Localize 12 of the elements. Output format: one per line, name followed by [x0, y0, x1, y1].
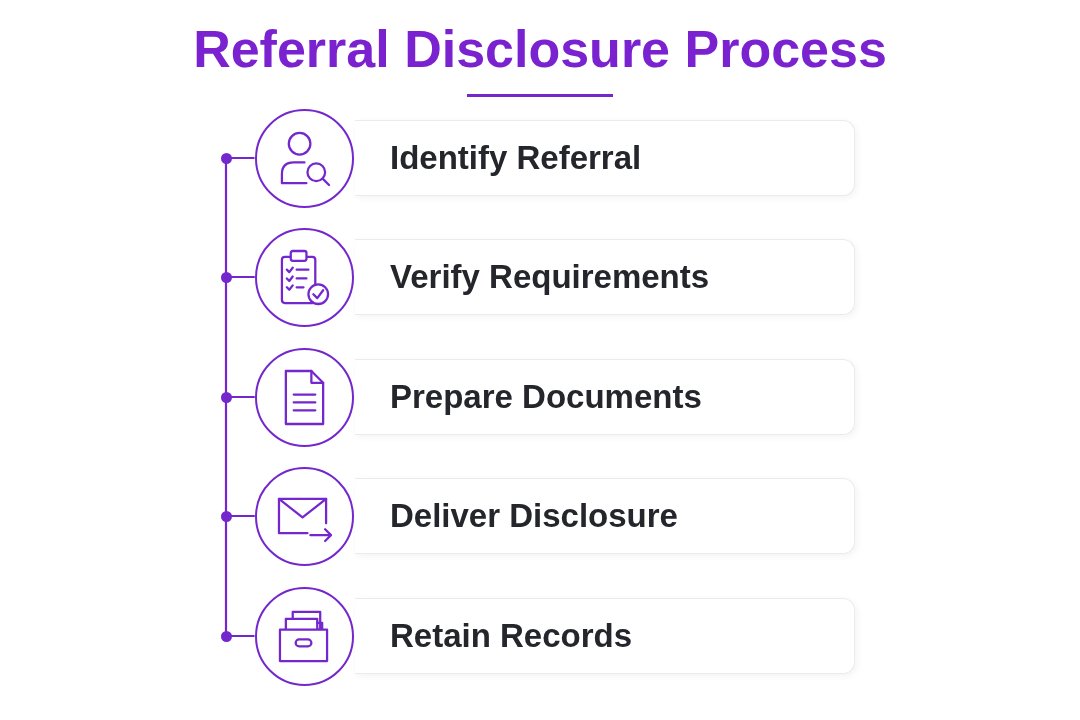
- step-label: Deliver Disclosure: [390, 496, 678, 536]
- timeline-connector: [224, 514, 255, 638]
- step-label: Retain Records: [390, 616, 633, 656]
- step-card: [355, 239, 855, 315]
- step-label: Prepare Documents: [390, 377, 702, 417]
- step-card: [355, 478, 855, 554]
- step-card: [355, 598, 855, 674]
- step-label: Identify Referral: [390, 138, 642, 178]
- diagram-title: Referral Disclosure Process: [193, 19, 887, 80]
- step-card: [355, 359, 855, 435]
- step-card: [355, 120, 855, 196]
- step-label: Verify Requirements: [390, 257, 710, 297]
